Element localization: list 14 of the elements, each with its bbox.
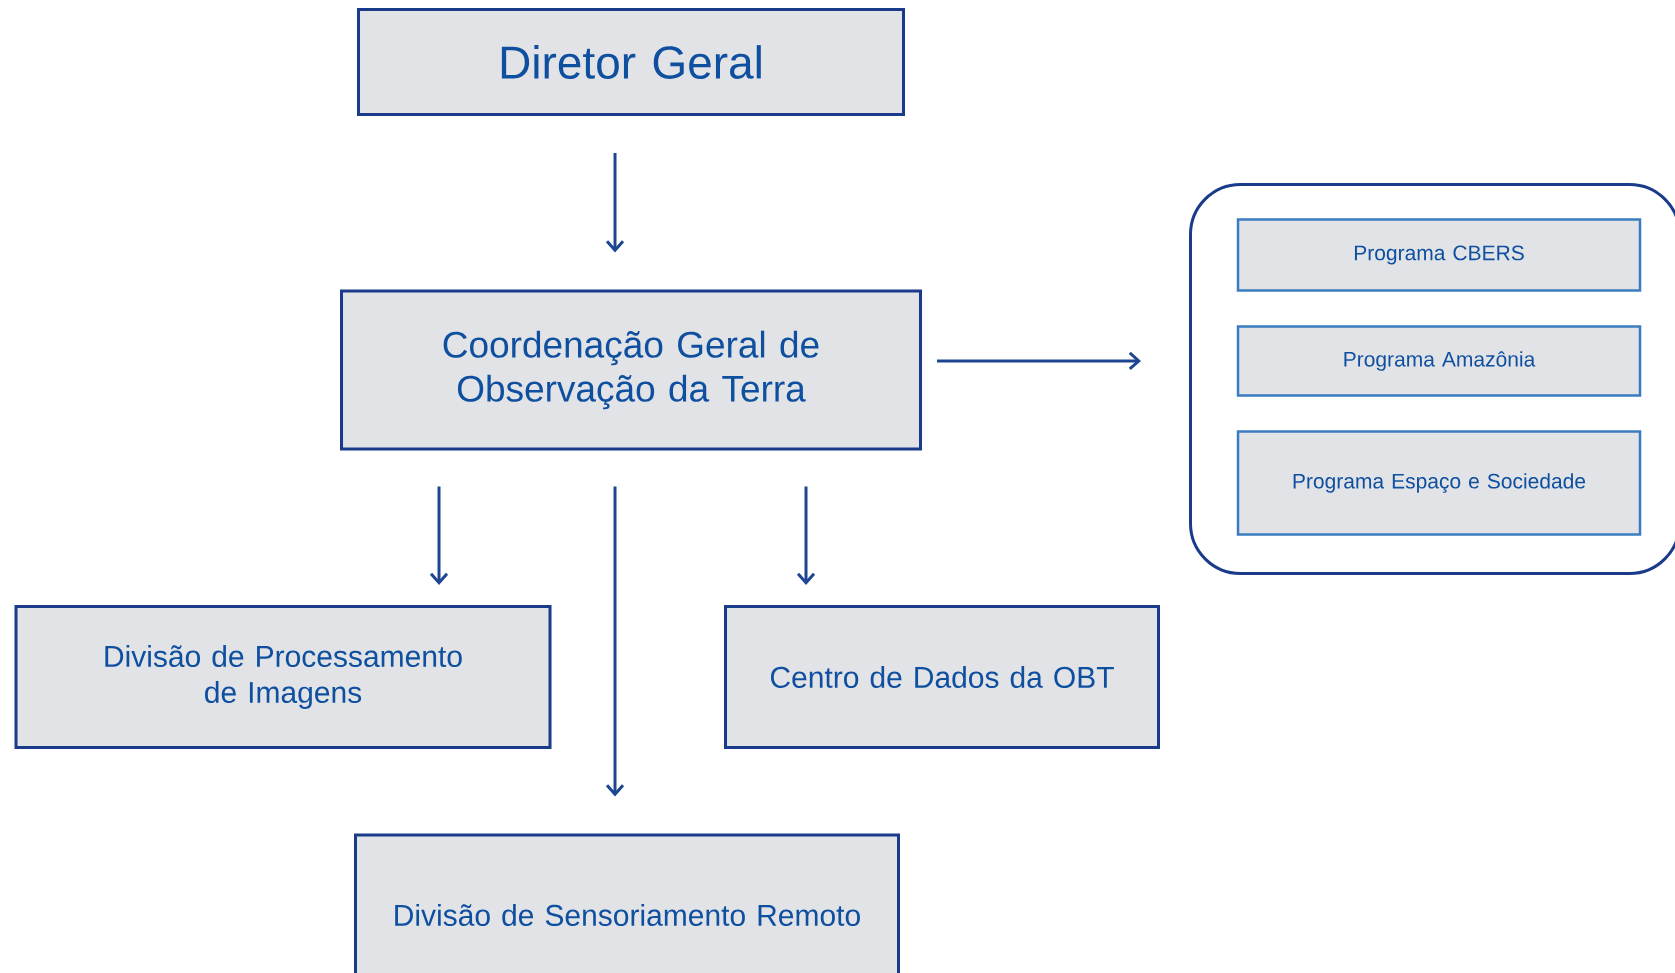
org-box: Centro de Dados da OBT [724,605,1160,749]
program-box: Programa Amazônia [1236,325,1642,397]
org-box: Diretor Geral [357,8,905,116]
org-box: Divisão de Processamento de Imagens [14,605,552,749]
program-box: Programa CBERS [1236,218,1642,292]
arrow [796,486,816,585]
program-box: Programa Espaço e Sociedade [1236,430,1642,536]
org-box: Coordenação Geral de Observação da Terra [340,289,922,451]
arrow [605,153,625,253]
arrow [429,486,449,585]
arrow [605,486,625,797]
org-box: Divisão de Sensoriamento Remoto [354,833,900,973]
group-frame [1189,183,1675,575]
arrow [937,351,1141,371]
